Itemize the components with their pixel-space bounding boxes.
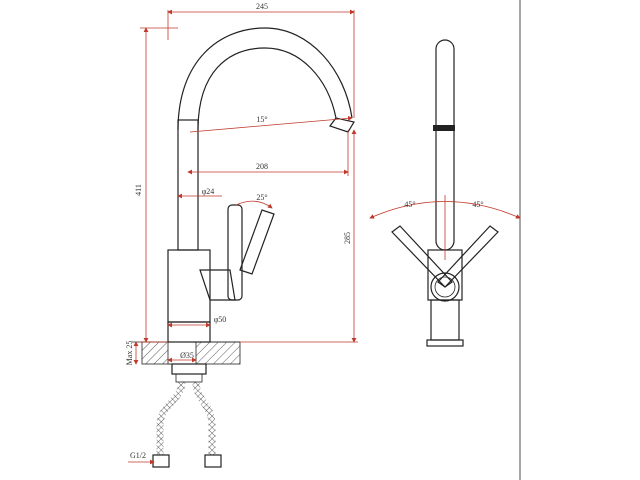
spout-inner-curve xyxy=(197,47,337,131)
handle-rotated-left xyxy=(391,225,453,288)
dim-spout-angle: 15° xyxy=(256,115,267,124)
side-base xyxy=(430,299,460,341)
side-aerator xyxy=(433,125,455,131)
dim-overall-height: 411 xyxy=(134,184,143,196)
shank-washer xyxy=(175,373,203,383)
rotation-arc xyxy=(369,201,521,219)
side-handle-hub-inner xyxy=(434,276,456,298)
side-view: 45° 45° xyxy=(369,39,521,347)
dim-spout-height: 285 xyxy=(343,232,352,244)
left-hose-fitting xyxy=(152,454,170,468)
handle-housing xyxy=(199,269,236,301)
handle-rotated-right xyxy=(437,225,499,288)
right-hose xyxy=(192,381,216,455)
right-hose-fitting xyxy=(204,454,222,468)
dim-handle-angle: 25° xyxy=(256,193,267,202)
dim-rotation-right: 45° xyxy=(472,200,483,209)
dim-max-thickness: Max 25 xyxy=(125,341,134,366)
spout-aerator xyxy=(329,117,355,133)
dim-base-diameter: φ50 xyxy=(214,315,227,324)
side-handle-hub xyxy=(430,272,460,302)
spout-outer-curve xyxy=(177,27,353,131)
left-hose xyxy=(156,381,186,455)
dim-overall-width: 245 xyxy=(256,2,268,11)
dim-body-diameter: φ24 xyxy=(202,187,215,196)
dim-hole-diameter: Ø35 xyxy=(180,351,194,360)
handle-cartridge xyxy=(227,204,243,301)
handle-lever xyxy=(239,209,275,275)
dim-spout-reach: 208 xyxy=(256,162,268,171)
front-view xyxy=(132,27,355,468)
spout-column xyxy=(177,119,199,251)
faucet-body xyxy=(167,249,211,323)
dim-rotation-left: 45° xyxy=(404,200,415,209)
dim-thread: G1/2 xyxy=(130,451,146,460)
shank-nut xyxy=(171,363,207,375)
dimension-lines: 245 411 15° 208 285 φ24 25° φ50 Ø35 Max … xyxy=(125,2,358,465)
side-base-plate xyxy=(426,339,464,347)
